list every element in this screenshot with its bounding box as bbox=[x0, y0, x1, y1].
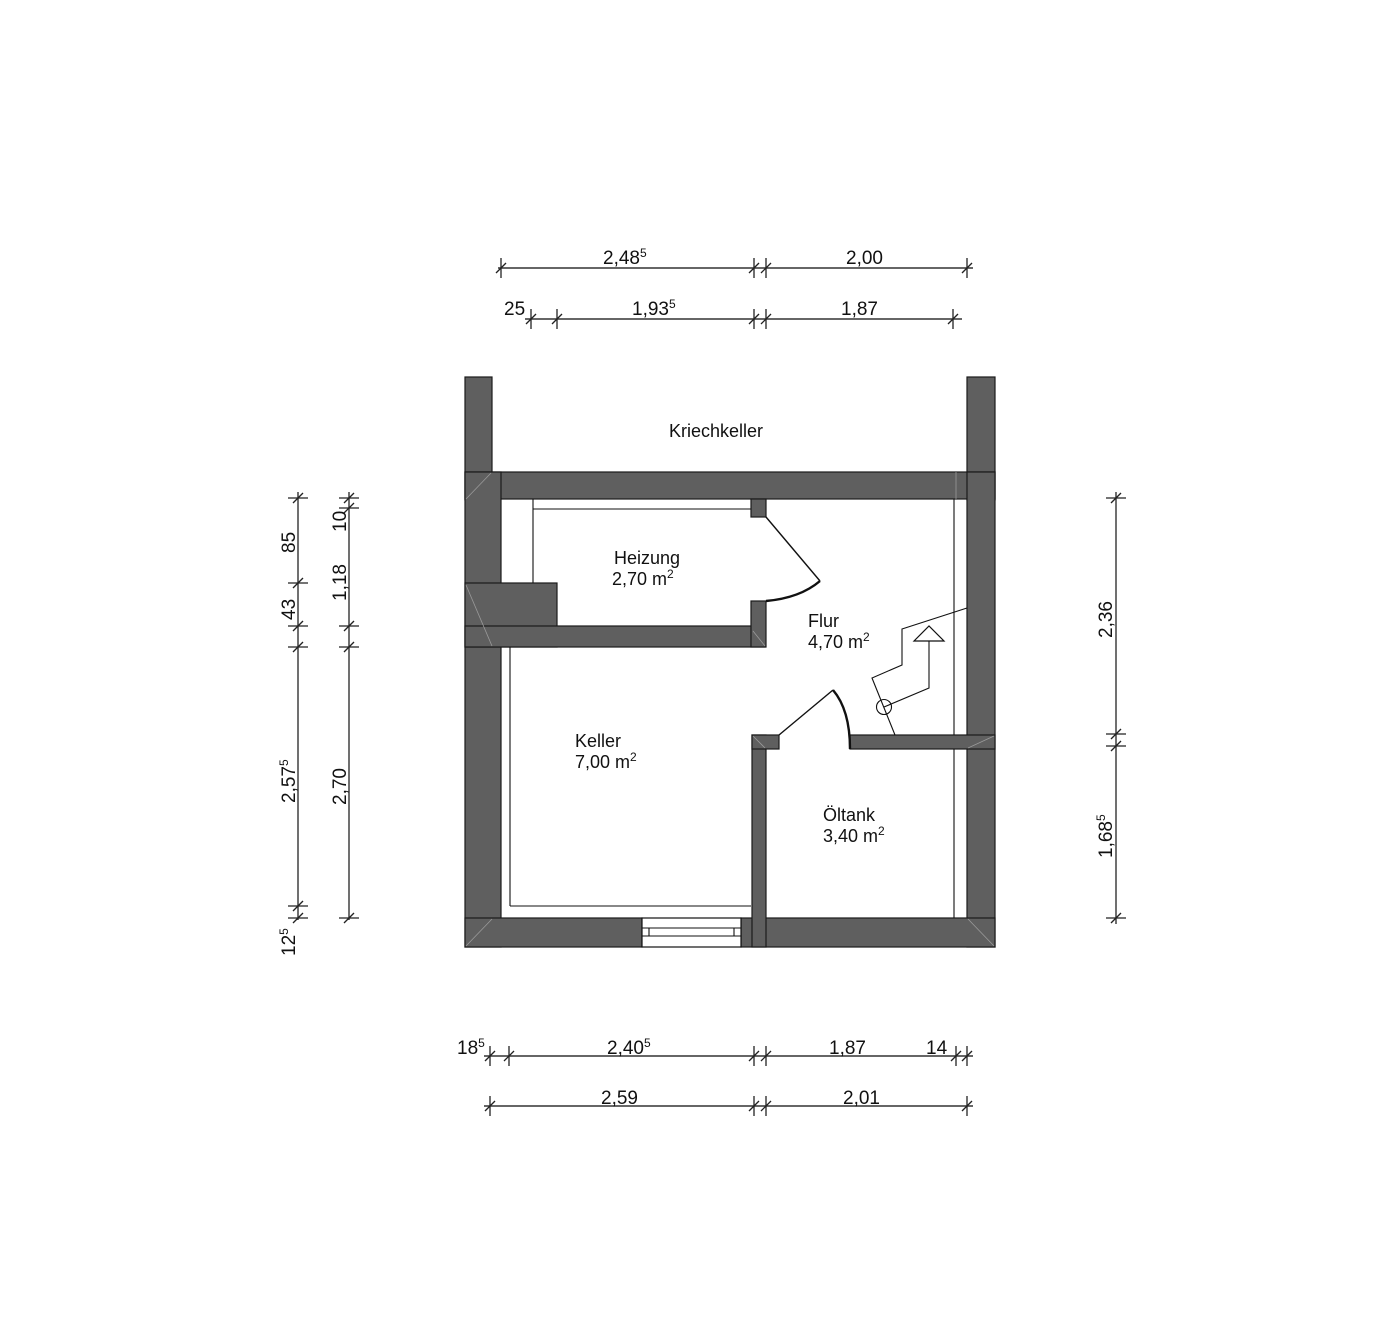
door-heizung bbox=[765, 516, 821, 603]
wall-bottom-left bbox=[464, 917, 643, 948]
svg-text:14: 14 bbox=[926, 1038, 948, 1059]
stair-up-arrow-icon bbox=[912, 625, 946, 642]
stair-symbol bbox=[871, 607, 968, 736]
dimension-left-outer: 85 43 2,575 125 bbox=[277, 492, 308, 956]
window-symbol bbox=[641, 917, 742, 948]
walls bbox=[464, 376, 996, 948]
dimension-top-inner: 25 1,935 1,87 bbox=[504, 297, 962, 329]
wall-right-outer bbox=[966, 471, 996, 948]
wall-partition-vertical bbox=[751, 734, 767, 948]
svg-text:1,87: 1,87 bbox=[841, 299, 878, 320]
door-keller bbox=[778, 689, 852, 750]
svg-text:2,485: 2,485 bbox=[603, 246, 647, 269]
room-keller-name: Keller bbox=[575, 731, 621, 751]
room-flur-area: 4,70 m2 bbox=[808, 630, 870, 652]
svg-text:125: 125 bbox=[277, 928, 300, 956]
wall-heizung-bottom bbox=[464, 625, 766, 648]
dimension-bottom-outer: 2,59 2,01 bbox=[484, 1088, 973, 1116]
room-flur-name: Flur bbox=[808, 611, 839, 631]
svg-text:1,87: 1,87 bbox=[829, 1038, 866, 1059]
wall-left-outer bbox=[464, 471, 502, 948]
wall-joints bbox=[465, 472, 995, 947]
dimension-left-inner: 10 1,18 2,70 bbox=[330, 492, 359, 924]
svg-text:2,575: 2,575 bbox=[277, 759, 300, 803]
room-heizung-area: 2,70 m2 bbox=[612, 567, 674, 589]
svg-text:185: 185 bbox=[457, 1036, 485, 1059]
door-swing-arc bbox=[765, 580, 821, 603]
wall-door-jamb-upper bbox=[750, 498, 767, 518]
room-labels: Kriechkeller Heizung 2,70 m2 Flur 4,70 m… bbox=[575, 421, 885, 846]
room-oeltank-name: Öltank bbox=[823, 805, 876, 825]
svg-text:2,405: 2,405 bbox=[607, 1036, 651, 1059]
svg-text:85: 85 bbox=[279, 532, 300, 553]
wall-top-main bbox=[464, 471, 996, 500]
svg-text:25: 25 bbox=[504, 299, 525, 320]
svg-text:2,01: 2,01 bbox=[843, 1088, 880, 1109]
wall-bottom-right bbox=[740, 917, 996, 948]
svg-text:1,685: 1,685 bbox=[1094, 814, 1117, 858]
interior-lines bbox=[509, 499, 955, 918]
svg-text:2,00: 2,00 bbox=[846, 248, 883, 269]
dimension-top-outer: 2,485 2,00 bbox=[495, 246, 973, 278]
room-heizung-name: Heizung bbox=[614, 548, 680, 568]
svg-text:1,935: 1,935 bbox=[632, 297, 676, 320]
room-keller-area: 7,00 m2 bbox=[575, 750, 637, 772]
dimension-bottom-inner: 185 2,405 1,87 14 bbox=[457, 1036, 973, 1066]
dimension-right: 2,36 1,685 bbox=[1094, 492, 1126, 924]
svg-text:43: 43 bbox=[279, 599, 300, 620]
wall-oeltank-top bbox=[849, 734, 996, 750]
room-oeltank-area: 3,40 m2 bbox=[823, 824, 885, 846]
room-kriechkeller-name: Kriechkeller bbox=[669, 421, 763, 441]
door-swing-arc bbox=[832, 689, 852, 750]
svg-text:2,70: 2,70 bbox=[330, 768, 351, 805]
wall-keller-door-jamb bbox=[751, 734, 780, 750]
wall-door-jamb-lower bbox=[750, 600, 767, 648]
svg-text:2,36: 2,36 bbox=[1096, 601, 1117, 638]
svg-text:10: 10 bbox=[330, 511, 351, 532]
svg-text:2,59: 2,59 bbox=[601, 1088, 638, 1109]
svg-text:1,18: 1,18 bbox=[330, 564, 351, 601]
